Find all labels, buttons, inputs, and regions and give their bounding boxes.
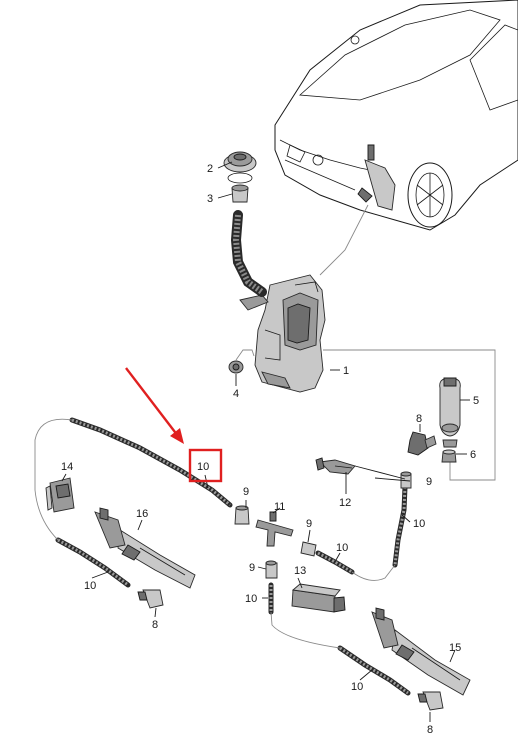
red-arrow-icon	[125, 367, 184, 444]
control-unit-part-13	[291, 583, 346, 613]
connector-part-9-c	[265, 560, 278, 579]
connector-part-8-left	[137, 589, 164, 609]
label-10-highlighted: 10	[197, 461, 209, 473]
car-illustration	[274, 0, 518, 231]
nozzle-part-15	[371, 607, 471, 696]
label-13: 13	[294, 565, 306, 577]
label-10-left: 10	[84, 580, 96, 592]
label-3: 3	[207, 193, 213, 205]
label-9-a: 9	[243, 486, 249, 498]
connector-part-9-b	[300, 541, 317, 557]
label-5: 5	[473, 395, 479, 407]
label-10-center: 10	[336, 542, 348, 554]
bracket-part-14	[45, 477, 75, 513]
highlight-box	[188, 448, 223, 483]
label-11: 11	[274, 501, 285, 513]
label-9-d: 9	[249, 562, 255, 574]
label-8-upper: 8	[416, 413, 422, 425]
hose-part-10-right-vertical	[392, 484, 408, 568]
label-12: 12	[339, 497, 351, 509]
label-14: 14	[61, 461, 73, 473]
washer-pump-part-5	[439, 377, 461, 448]
t-piece-part-11	[255, 511, 294, 547]
label-15: 15	[449, 642, 461, 654]
label-9-c: 9	[306, 518, 312, 530]
connector-part-9-a	[234, 505, 250, 525]
label-8-left: 8	[152, 619, 158, 631]
label-10-vertical: 10	[245, 593, 257, 605]
part-labels: 1 2 3 4 5 6 8 8 8 9 9 9 9 10 10 10 10 10…	[61, 163, 479, 736]
label-8-right: 8	[427, 724, 433, 736]
grommet-part-6	[441, 449, 457, 463]
strainer-part-3	[231, 184, 249, 203]
filler-neck	[230, 210, 267, 297]
label-9-b: 9	[426, 476, 432, 488]
hose-part-10-lower-left	[55, 537, 131, 588]
label-6: 6	[470, 449, 476, 461]
label-10-bottom: 10	[351, 681, 363, 693]
nozzle-part-16	[94, 507, 196, 589]
label-10-right: 10	[413, 518, 425, 530]
label-4: 4	[233, 388, 239, 400]
routing-line-left	[34, 418, 73, 541]
grommet-part-4	[228, 349, 255, 374]
pump-box	[323, 349, 496, 481]
label-1: 1	[343, 365, 349, 377]
label-2: 2	[207, 163, 213, 175]
routing-line-right	[351, 564, 396, 581]
cap-part-2	[223, 151, 257, 184]
leader-lines	[61, 161, 470, 722]
hose-part-10-center	[315, 550, 355, 575]
hose-part-10-highlighted	[69, 417, 233, 508]
connector-part-8-right	[417, 691, 444, 711]
hose-part-10-bottom	[337, 645, 411, 696]
clip-part-12	[315, 457, 356, 475]
routing-line-bottom	[270, 611, 341, 649]
connector-part-8-upper	[407, 431, 437, 456]
label-16: 16	[136, 508, 148, 520]
washer-fluid-reservoir	[239, 204, 369, 393]
connector-part-9-d	[400, 471, 412, 489]
